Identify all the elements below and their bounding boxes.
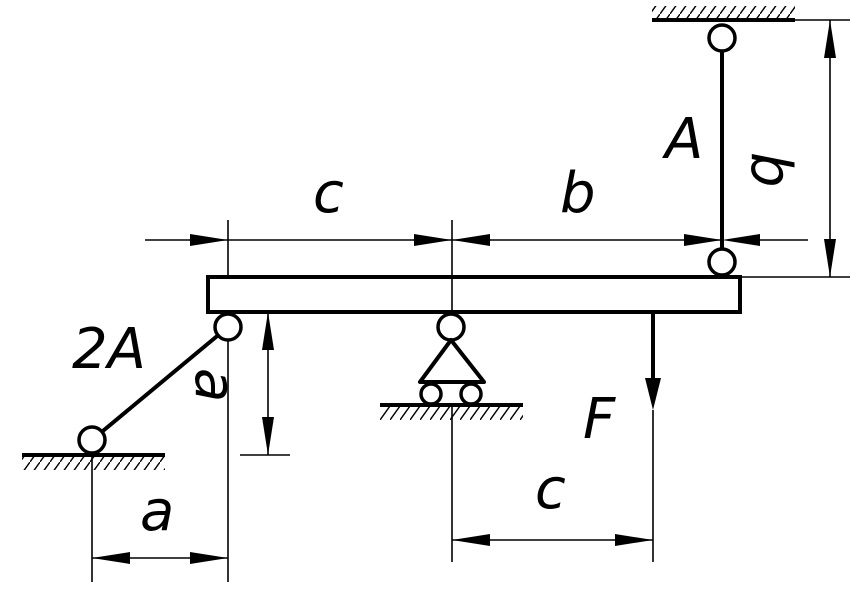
dimension-a-vertical xyxy=(262,312,274,455)
label-2A: 2A xyxy=(72,317,146,382)
label-c-top: c xyxy=(313,161,344,226)
dimension-c-b-top xyxy=(145,234,760,246)
roller-wheel-icon xyxy=(459,382,483,406)
label-a-diag: a xyxy=(182,368,247,402)
dimension-a-bottom xyxy=(92,552,228,564)
label-b-top: b xyxy=(560,161,596,226)
label-F: F xyxy=(583,387,616,452)
roller-support xyxy=(380,312,523,420)
right-pin-icon xyxy=(707,247,737,277)
ceiling-support xyxy=(652,6,795,22)
label-c-bottom: c xyxy=(535,457,566,522)
roller-pin-icon xyxy=(436,312,466,342)
ground-pin-icon xyxy=(77,425,107,455)
force-F xyxy=(645,312,661,410)
rod-2A xyxy=(77,312,243,455)
left-ground xyxy=(22,453,165,470)
label-a-bottom: a xyxy=(140,479,174,544)
beam-pin-icon xyxy=(213,312,243,342)
label-b-right: b xyxy=(738,152,803,188)
rod-A xyxy=(707,23,737,277)
label-A: A xyxy=(662,107,703,172)
dimension-c-bottom xyxy=(452,534,653,546)
roller-wheel-icon xyxy=(419,382,443,406)
dimension-b-right xyxy=(824,20,836,277)
rigid-beam xyxy=(206,275,742,314)
top-pin-icon xyxy=(707,23,737,53)
